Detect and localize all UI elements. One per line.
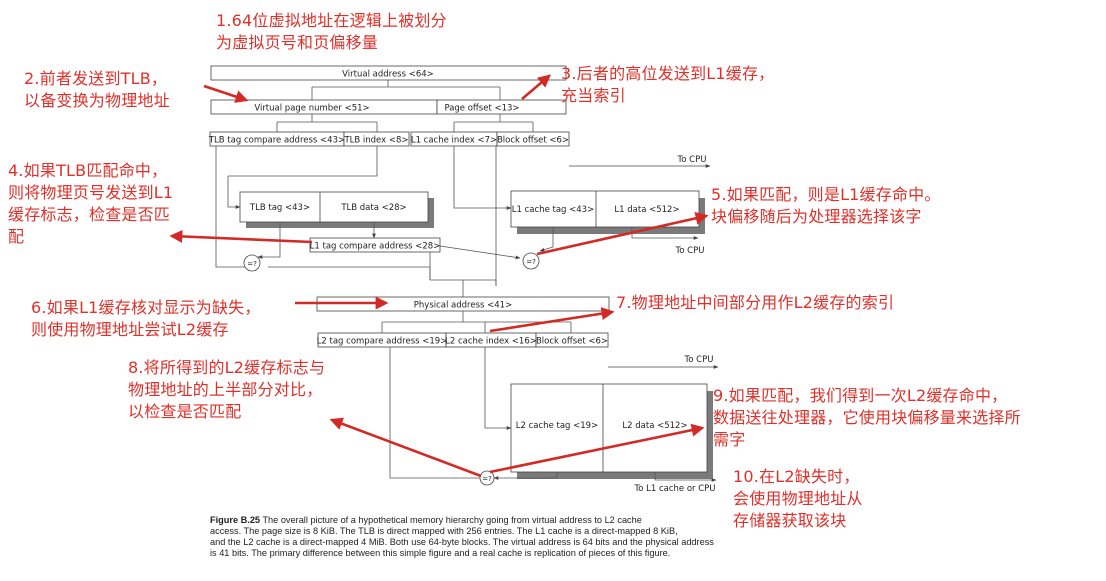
l2-address-split: L2 tag compare address <19> L2 cache ind… — [317, 332, 609, 348]
virtual-address-field: Virtual address <64> — [210, 65, 567, 81]
vpn-field: Virtual page number <51> — [210, 99, 438, 115]
arrow-8 — [329, 417, 482, 478]
l2-cache-block: L2 cache tag <19> L2 data <512> — [510, 383, 713, 479]
to-l1-or-cpu-label: To L1 cache or CPU — [633, 484, 715, 494]
l2-tag-compare-label: L2 tag compare address <19> — [317, 337, 448, 347]
arrow-3 — [521, 74, 551, 100]
annotation-8-line-3: 以检查是否匹配 — [128, 402, 242, 421]
caption-line-4: is 41 bits. The primary difference betwe… — [210, 548, 671, 558]
l2-comparator-label: =? — [482, 475, 492, 483]
arrow-2 — [203, 84, 249, 103]
annotation-8-line-2: 物理地址的上半部分对比， — [128, 380, 323, 399]
to-l1-or-cpu: To L1 cache or CPU — [633, 484, 715, 494]
page-offset-field: Page offset <13> — [436, 99, 567, 115]
annotation-4-line-2: 则将物理页号发送到L1 — [8, 183, 174, 202]
tlb-comparator-label: =? — [247, 260, 257, 268]
annotation-3-line-2: 充当索引 — [561, 86, 626, 105]
to-cpu-1-label: To CPU — [677, 155, 707, 165]
vpn-label: Virtual page number <51> — [254, 104, 369, 114]
tlb-tag-compare-label: TLB tag compare address <43> — [208, 136, 345, 146]
l1-index-label: L1 cache index <7> — [411, 136, 497, 146]
tlb-block: TLB tag <43> TLB data <28> — [239, 191, 434, 228]
caption-line-3: and the L2 cache is a direct-mapped 4 Mi… — [210, 537, 714, 547]
annotation-6-line-2: 则使用物理地址尝试L2缓存 — [31, 320, 229, 339]
caption-line-1: Figure B.25 The overall picture of a hyp… — [210, 515, 730, 526]
annotation-1-line-2: 为虚拟页号和页偏移量 — [216, 33, 379, 52]
pa-connectors — [429, 252, 497, 297]
l2-comparator: =? — [479, 470, 495, 486]
figure-caption: Figure B.25 The overall picture of a hyp… — [210, 515, 730, 559]
annotation-2-line-2: 以备变换为物理地址 — [24, 91, 170, 110]
arrow-7 — [489, 307, 615, 333]
physical-address-label: Physical address <41> — [414, 301, 512, 311]
l2-block-offset-label: Block offset <6> — [536, 337, 608, 347]
annotation-6: 6.如果L1缓存核对显示为缺失， 则使用物理地址尝试L2缓存 — [31, 297, 261, 341]
annotation-5: 5.如果匹配，则是L1缓存命中。 块偏移随后为处理器选择该字 — [711, 184, 941, 228]
l1-cache-tag-label: L1 cache tag <43> — [512, 205, 594, 215]
annotation-9-line-2: 数据送往处理器，它使用块偏移量来选择所 — [713, 408, 1021, 427]
l1-tag-compare-label: L1 tag compare address <28> — [310, 242, 441, 252]
l2-connectors — [389, 347, 717, 482]
annotation-2: 2.前者发送到TLB， 以备变换为物理地址 — [24, 68, 170, 112]
l1-block-offset-label: Block offset <6> — [497, 136, 569, 146]
annotation-3: 3.后者的高位发送到L1缓存， 充当索引 — [561, 63, 774, 107]
arrow-5 — [536, 211, 709, 256]
virtual-address-label: Virtual address <64> — [342, 70, 434, 80]
tlb-tag-label: TLB tag <43> — [249, 203, 310, 213]
tlb-index-label: TLB index <8> — [343, 136, 408, 146]
annotation-7: 7.物理地址中间部分用作L2缓存的索引 — [616, 292, 894, 314]
annotation-9-line-3: 需字 — [713, 430, 746, 449]
l1-data-label: L1 data <512> — [614, 205, 679, 215]
annotation-1: 1.64位虚拟地址在逻辑上被划分 为虚拟页号和页偏移量 — [216, 10, 447, 54]
page-offset-label: Page offset <13> — [444, 104, 519, 114]
annotation-4: 4.如果TLB匹配命中， 则将物理页号发送到L1 缓存标志，检查是否匹 配 — [8, 160, 173, 248]
annotation-8: 8.将所得到的L2缓存标志与 物理地址的上半部分对比， 以检查是否匹配 — [128, 357, 325, 423]
annotation-4-line-4: 配 — [8, 227, 25, 246]
annotation-1-line-1: 1.64位虚拟地址在逻辑上被划分 — [216, 11, 447, 30]
annotation-5-line-1: 5.如果匹配，则是L1缓存命中。 — [711, 185, 941, 204]
l2-cache-tag-label: L2 cache tag <19> — [516, 421, 598, 431]
top-connectors — [276, 80, 534, 132]
annotation-9: 9.如果匹配，我们得到一次L2缓存命中， 数据送往处理器，它使用块偏移量来选择所… — [713, 385, 1021, 451]
caption-text-1: The overall picture of a hypothetical me… — [262, 515, 642, 525]
arrow-9 — [489, 423, 705, 474]
l1-cache-block: L1 cache tag <43> L1 data <512> — [510, 190, 705, 234]
annotation-4-line-3: 缓存标志，检查是否匹 — [8, 205, 171, 224]
annotation-10: 10.在L2缺失时， 会使用物理地址从 存储器获取该块 — [733, 466, 863, 532]
l1-address-split: L1 cache index <7> Block offset <6> — [410, 131, 570, 147]
l1-comparator: =? — [522, 252, 540, 270]
annotation-4-line-1: 4.如果TLB匹配命中， — [8, 161, 168, 180]
annotation-9-line-1: 9.如果匹配，我们得到一次L2缓存命中， — [713, 386, 1008, 405]
arrow-4 — [169, 229, 313, 244]
annotation-8-line-1: 8.将所得到的L2缓存标志与 — [128, 358, 326, 377]
to-cpu-2-label: To CPU — [675, 246, 705, 256]
annotation-3-line-1: 3.后者的高位发送到L1缓存， — [561, 64, 775, 83]
to-cpu-2: To CPU — [675, 246, 705, 256]
annotation-2-line-1: 2.前者发送到TLB， — [24, 69, 168, 88]
to-cpu-1: To CPU — [569, 155, 711, 168]
l1-connectors — [439, 146, 699, 286]
l1-tag-compare-field: L1 tag compare address <28> — [309, 237, 441, 253]
tlb-address-split: TLB tag compare address <43> TLB index <… — [208, 131, 410, 147]
annotation-10-line-2: 会使用物理地址从 — [733, 489, 863, 508]
annotation-arrows — [169, 74, 709, 478]
annotation-10-line-3: 存储器获取该块 — [733, 511, 847, 530]
caption-line-2: access. The page size is 8 KiB. The TLB … — [210, 526, 678, 536]
to-cpu-3: To CPU — [608, 355, 719, 369]
annotation-5-line-2: 块偏移随后为处理器选择该字 — [711, 207, 922, 226]
l2-data-label: L2 data <512> — [622, 421, 687, 431]
tlb-comparator: =? — [243, 254, 261, 272]
annotation-6-line-1: 6.如果L1缓存核对显示为缺失， — [31, 298, 261, 317]
annotation-10-line-1: 10.在L2缺失时， — [733, 467, 860, 486]
to-cpu-3-label: To CPU — [684, 355, 714, 365]
caption-label: Figure B.25 — [210, 515, 261, 525]
annotation-7-line-1: 7.物理地址中间部分用作L2缓存的索引 — [616, 293, 895, 312]
l2-index-label: L2 cache index <16> — [445, 337, 537, 347]
tlb-data-label: TLB data <28> — [340, 203, 406, 213]
l1-comparator-label: =? — [526, 258, 536, 266]
